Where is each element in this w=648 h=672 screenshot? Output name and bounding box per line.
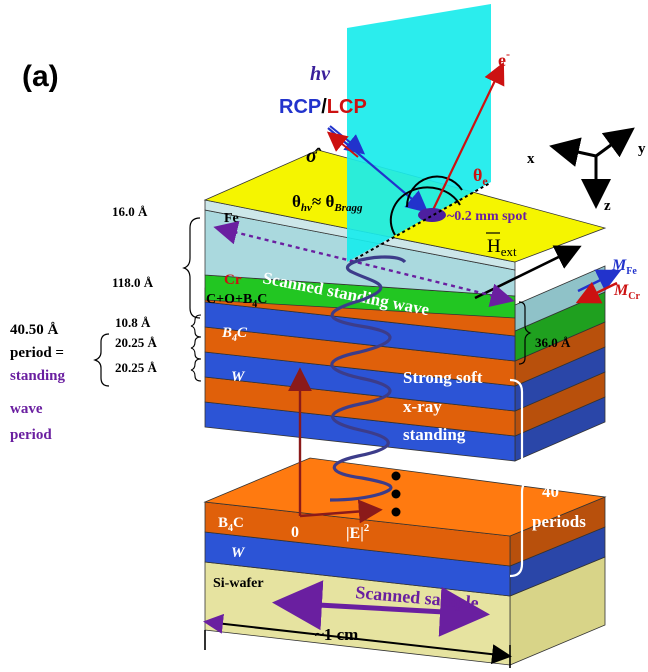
strong-label-2: x-ray <box>403 397 442 416</box>
periods-brace <box>509 378 535 578</box>
layer-label-si: Si-wafer <box>213 576 264 591</box>
thickness-cr: 118.0 Å <box>112 275 154 290</box>
brace-cr <box>182 217 201 319</box>
theta-e-label: θe <box>473 165 488 188</box>
layer-label-w: W <box>231 369 246 385</box>
brace-w <box>190 358 202 382</box>
thickness-w: 20.25 Å <box>115 360 158 375</box>
layer-label-fe: Fe <box>224 211 239 226</box>
brace-right <box>518 301 532 365</box>
period-note-3: standing <box>10 368 66 384</box>
period-note-4: wave <box>10 401 43 417</box>
ellipsis-dot-3 <box>391 507 401 517</box>
axis-y-label: y <box>638 141 646 157</box>
hv-label: hν <box>310 63 331 85</box>
axis-z-label: z <box>604 198 611 214</box>
coordinate-axes: x y z <box>527 127 646 214</box>
layer-label-w-bottom: W <box>231 545 246 561</box>
layer-label-b4c: B4C <box>221 325 248 344</box>
scanned-wave-arrow <box>213 220 515 308</box>
strong-label-3: standing <box>403 425 466 444</box>
polarization-label: RCP/LCP <box>279 96 367 118</box>
lcp-arrow <box>326 131 359 158</box>
spot-arc-small <box>405 175 463 208</box>
electron-label: e- <box>498 47 510 70</box>
ellipsis-dot-2 <box>391 489 401 499</box>
m-fe-label: MFe <box>611 257 637 277</box>
standing-wave-curve <box>329 255 407 502</box>
thickness-b4c: 20.25 Å <box>115 335 158 350</box>
axis-x-label: x <box>527 151 535 167</box>
period-note-5: period <box>10 427 52 443</box>
ellipsis-dot-1 <box>391 471 401 481</box>
strong-label-4: wave <box>403 450 440 469</box>
size-label: ~1 cm <box>315 625 358 644</box>
thickness-right: 36.0 Å <box>535 335 571 350</box>
m-cr-label: MCr <box>613 282 640 302</box>
b4c-bottom-top <box>203 457 607 537</box>
layer-label-b4c-bottom: B4C <box>218 515 244 534</box>
panel-label: (a) <box>22 60 59 93</box>
brace-b4c <box>190 336 202 360</box>
spot-label: ~0.2 mm spot <box>447 209 527 224</box>
efield-horizontal-arrow <box>299 499 383 524</box>
periods-count: 40 <box>542 482 559 501</box>
periods-label: periods <box>532 512 586 531</box>
angle-label: θhν≈ θBragg <box>292 192 363 214</box>
brace-cap <box>190 314 202 338</box>
layer-label-cr: Cr <box>224 272 242 288</box>
strong-label-1: Strong soft <box>403 368 483 387</box>
beam-spot <box>418 208 446 222</box>
scanned-sample-arrow <box>272 580 490 637</box>
brace-period <box>93 333 110 387</box>
efield-label: |E|2 <box>346 522 370 542</box>
thickness-fe: 16.0 Å <box>112 204 148 219</box>
electron-arrow <box>431 62 505 213</box>
thickness-cap: 10.8 Å <box>115 315 151 330</box>
zero-label: 0 <box>291 524 299 541</box>
m-cr-arrow <box>575 281 618 304</box>
period-note-2: period = <box>10 345 64 361</box>
period-note-1: 40.50 Å <box>10 322 59 338</box>
size-arrow <box>203 613 512 665</box>
